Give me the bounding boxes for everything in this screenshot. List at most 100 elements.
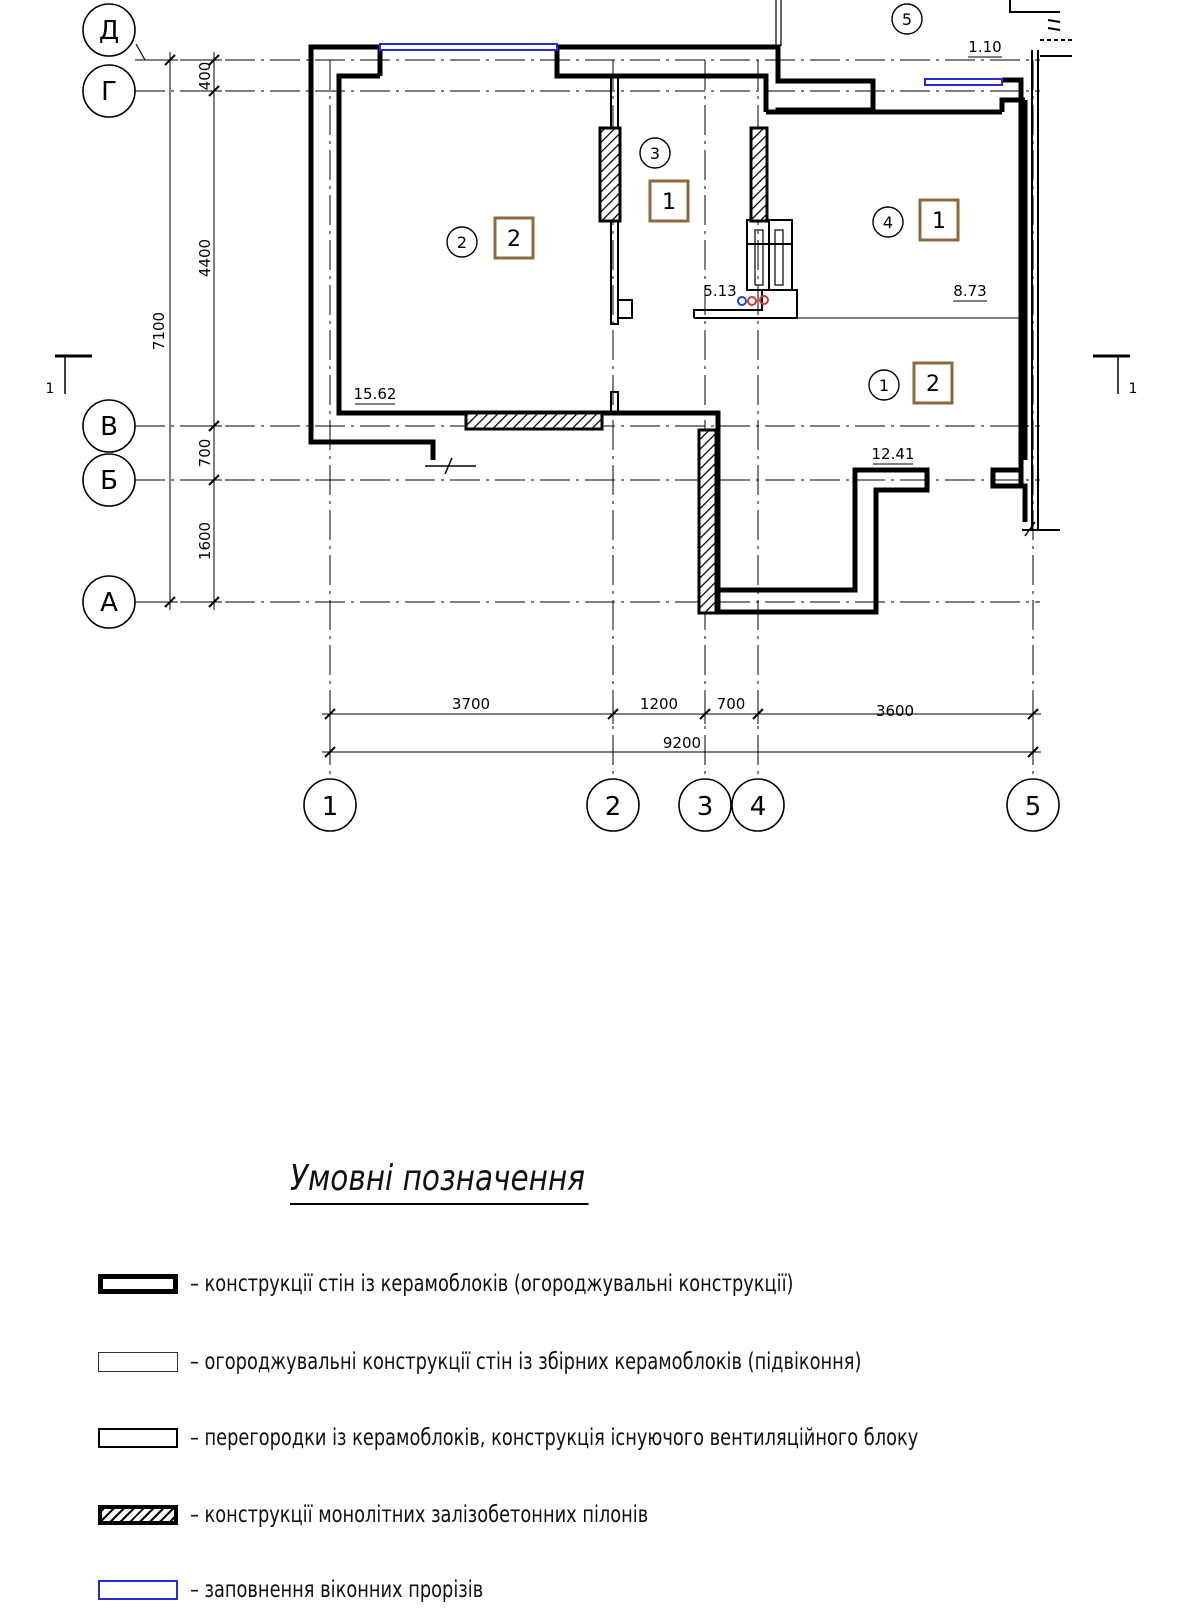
axis-marker-b [82,453,136,507]
axis-label-d: Д [99,16,119,46]
legend-item-prefab-walls: – огороджувальні конструкції стін із збі… [98,1342,971,1382]
axis-label-1: 1 [322,792,339,822]
dim-d-g: 400 [196,62,214,91]
room-marker-4 [872,206,904,238]
column-axis-markers: 1 2 3 4 5 [303,778,1060,832]
area-room2: 15.62 [354,385,397,403]
legend-text-5: – заповнення віконних прорізів [190,1577,484,1603]
axis-label-4: 4 [750,792,767,822]
axis-marker-4 [731,778,785,832]
axis-marker-1 [303,778,357,832]
stair-fragment [775,0,1072,537]
legend-swatch-partition [98,1428,178,1448]
legend-text-3: – перегородки із керамоблоків, конструкц… [190,1425,919,1451]
pipe-red-icon [747,296,757,306]
legend-item-partitions: – перегородки із керамоблоків, конструкц… [98,1418,1037,1458]
axis-marker-v [82,399,136,453]
section-label-left: 1 [46,381,55,397]
room-marker-1 [868,369,900,401]
room-tag-box-4 [918,198,960,242]
row-axis-markers: Д Г В Б А [82,3,146,629]
room-tag-box-1 [912,361,954,405]
legend-swatch-thin-wall [98,1352,178,1372]
dim-2-3: 1200 [640,695,678,713]
room-num-1: 1 [879,376,889,395]
dim-v-b: 700 [196,439,214,468]
window-room2 [379,43,558,51]
legend-swatch-window [98,1580,178,1600]
axis-marker-2 [586,778,640,832]
legend: Умовні позначення – конструкції стін із … [0,1150,1200,1603]
area-room3: 5.13 [703,282,736,300]
axis-label-3: 3 [697,792,714,822]
room-marker-3 [639,137,671,169]
wall-top-outline [557,44,876,115]
floor-plan: Д Г В Б А 1 2 3 4 5 [46,0,1138,832]
window-room5 [924,78,1003,86]
legend-swatch-thick-wall [98,1274,178,1294]
legend-swatch-hatched-pylon [98,1505,178,1525]
axis-label-g: Г [101,77,117,107]
pipe-blue-icon [737,296,747,306]
legend-item-ceramic-walls: – конструкції стін із керамоблоків (огор… [98,1264,892,1304]
wall-lower-outline [600,410,930,615]
legend-text-4: – конструкції монолітних залізобетонних … [190,1502,649,1528]
wall-right-inner [999,97,1025,112]
legend-text-1: – конструкції стін із керамоблоків (огор… [190,1271,794,1297]
room-tag-2: 2 [507,227,521,252]
room-tag-4: 1 [932,209,946,234]
room-marker-2 [446,226,478,258]
partition-room3-west-lower [610,391,619,415]
partitions [610,75,1020,415]
windows [379,43,1003,86]
pylons [464,126,769,615]
exterior-walls [308,44,1028,615]
break-marks [425,457,476,475]
axis-marker-3 [678,778,732,832]
dim-total-vertical: 7100 [150,312,168,350]
legend-text-2: – огороджувальні конструкції стін із збі… [190,1349,862,1375]
axis-marker-a [82,575,136,629]
dim-g-v: 4400 [196,239,214,277]
room-tag-box-2 [493,216,535,260]
horizontal-dimensions [322,705,1041,760]
axis-marker-g [82,64,136,118]
axis-label-5: 5 [1025,792,1042,822]
room-num-2: 2 [457,233,467,252]
area-room5: 1.10 [968,38,1001,56]
area-labels: 15.62 5.13 8.73 12.41 1.10 [354,38,1002,465]
room-num-3: 3 [650,144,660,163]
room-tag-1: 2 [926,372,940,397]
legend-item-windows: – заповнення віконних прорізів [98,1570,531,1610]
room-marker-5 [891,3,923,35]
legend-title: Умовні позначення [290,1158,589,1205]
dim-4-5: 3600 [876,702,914,720]
dim-3-4: 700 [717,695,746,713]
room-markers: 2 2 3 1 4 1 1 2 5 [446,3,960,405]
pylon-lower-vertical [697,428,718,615]
axis-label-a: А [100,588,118,618]
axis-marker-d [82,3,136,57]
pylon-room3-west [598,126,622,223]
wall-right-outline [990,77,1024,489]
legend-item-pylons: – конструкції монолітних залізобетонних … [98,1495,723,1535]
room-num-5: 5 [902,10,912,29]
wall-left-outline [308,44,436,460]
pipe-risers [737,295,769,306]
dim-b-a: 1600 [196,522,214,560]
room-num-4: 4 [883,213,893,232]
room-tag-box-3 [648,179,690,223]
pylon-room4-west [749,126,769,223]
room-tag-3: 1 [662,190,676,215]
area-room4: 8.73 [953,282,986,300]
vertical-dimensions [162,52,222,610]
section-marks [55,354,1130,394]
area-room1: 12.41 [872,445,915,463]
wall-top-inner [554,47,769,112]
pipe-red2-icon [759,295,769,305]
pylon-lower-horizontal [464,411,604,431]
dim-1-2: 3700 [452,695,490,713]
section-label-right: 1 [1129,381,1138,397]
wall-lower-right [1021,483,1028,522]
axis-marker-5 [1006,778,1060,832]
